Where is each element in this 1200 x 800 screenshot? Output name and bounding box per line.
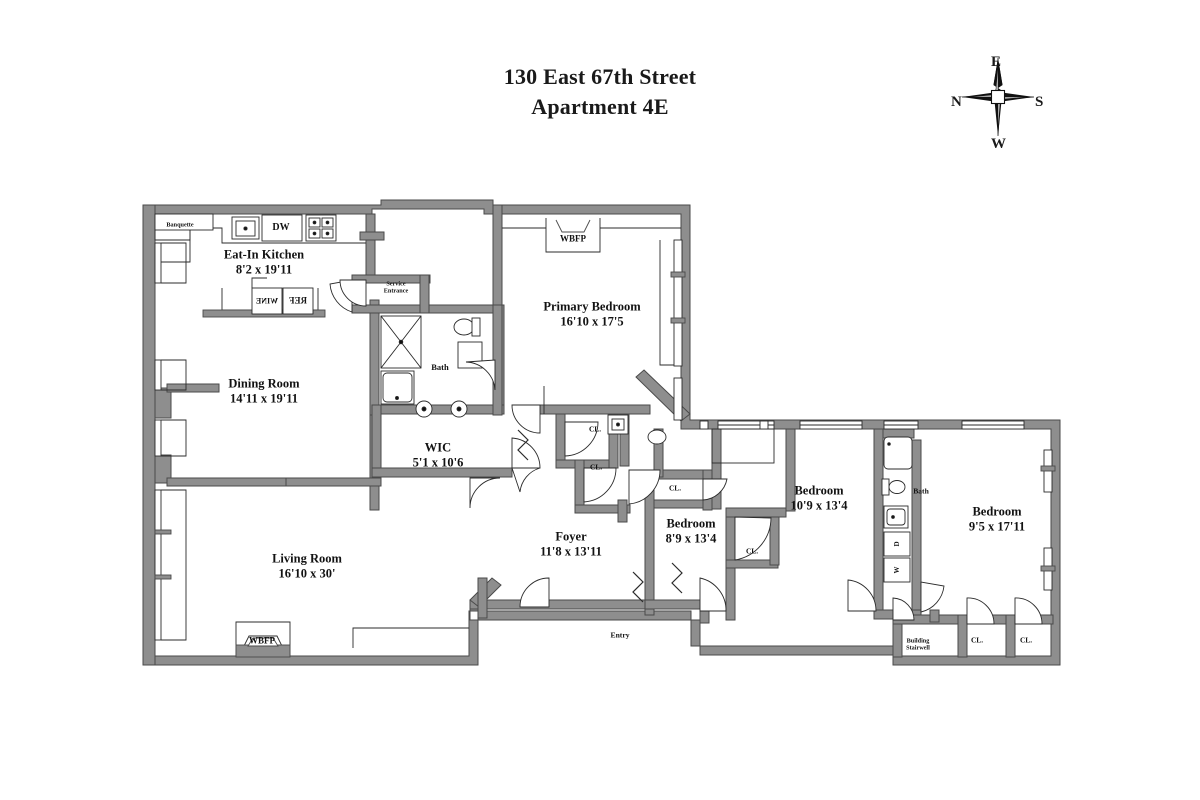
- compass-rose: E N S W: [938, 28, 1058, 152]
- compass-label-left: N: [951, 94, 962, 110]
- door-swings: [329, 279, 1043, 625]
- fixtures-and-millwork: [154, 213, 1056, 658]
- folding-door-symbols: [517, 429, 683, 603]
- compass-label-bottom: W: [991, 136, 1006, 152]
- compass-label-top: E: [991, 54, 1002, 70]
- compass-icon: [961, 57, 1035, 137]
- wall-structure: [142, 199, 1061, 666]
- compass-label-right: S: [1035, 94, 1044, 110]
